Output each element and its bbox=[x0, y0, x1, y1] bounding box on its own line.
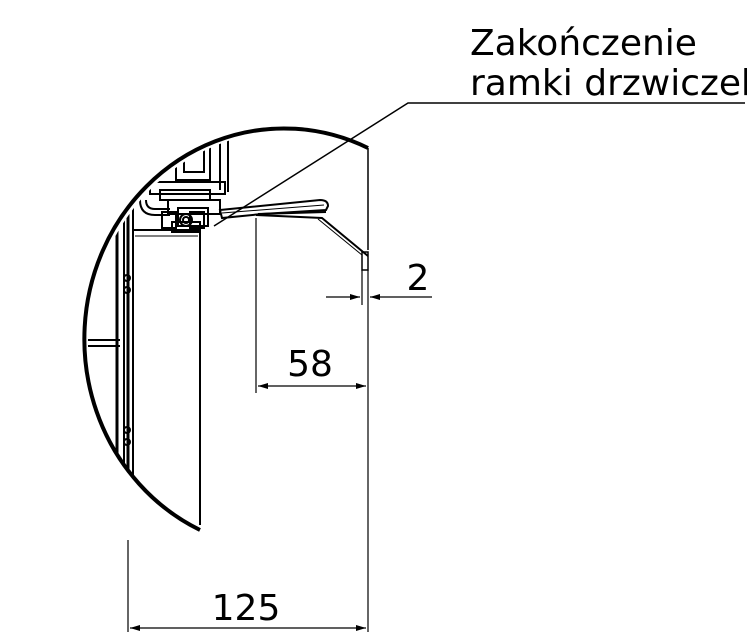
callout-label-line2: ramki drzwiczek. bbox=[470, 63, 747, 104]
callout-leader bbox=[213, 102, 745, 227]
frame-tip bbox=[361, 251, 369, 271]
detail-circle-outline bbox=[82, 126, 369, 532]
callout-label-line1: Zakończenie bbox=[470, 23, 697, 64]
extension-lines bbox=[127, 218, 369, 632]
frame-section bbox=[87, 130, 368, 539]
dimension-total-label: 125 bbox=[212, 588, 281, 629]
dimension-offset-label: 58 bbox=[287, 344, 333, 385]
dimension-gap-label: 2 bbox=[407, 258, 430, 299]
